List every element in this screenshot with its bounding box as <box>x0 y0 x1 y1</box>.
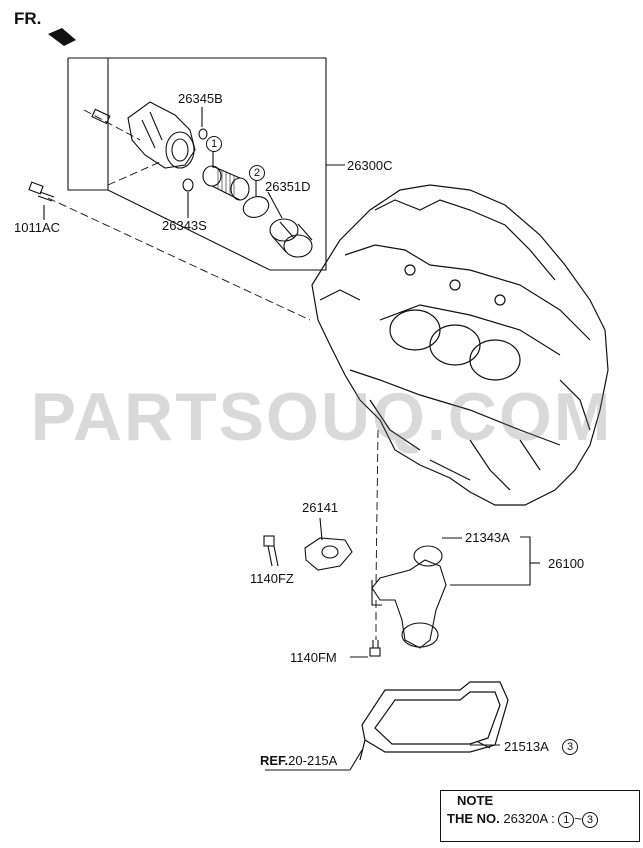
part-label-1011ac[interactable]: 1011AC <box>14 220 61 235</box>
ref-label[interactable]: REF.20-215A <box>260 754 337 768</box>
part-label-1140fz[interactable]: 1140FZ <box>250 571 294 586</box>
front-direction-label: FR. <box>14 9 42 28</box>
oil-pickup-26100 <box>371 537 462 649</box>
note-range-start: 1 <box>558 812 575 828</box>
bolt-1140fm <box>369 640 381 657</box>
callout-1: 1 <box>206 136 222 152</box>
note-range-end: 3 <box>581 812 598 828</box>
filter-element <box>202 165 250 201</box>
part-label-21343a[interactable]: 21343A <box>465 530 510 545</box>
ref-value: 20-215A <box>288 753 338 768</box>
part-label-26141[interactable]: 26141 <box>302 500 339 515</box>
note-line: THE NO. 26320A : 1~3 <box>447 811 598 828</box>
filter-housing <box>127 101 196 169</box>
callout-3: 3 <box>562 739 578 755</box>
note-title: NOTE <box>457 793 494 808</box>
part-label-26345b[interactable]: 26345B <box>178 91 223 106</box>
part-label-26343s[interactable]: 26343S <box>162 218 207 233</box>
note-box: NOTE THE NO. 26320A : 1~3 <box>440 790 640 842</box>
note-part: 26320A : <box>503 811 555 826</box>
assembly-bracket <box>67 57 327 271</box>
oil-pan <box>359 681 509 761</box>
pin <box>91 108 111 125</box>
part-label-21513a[interactable]: 21513A <box>504 739 549 754</box>
engine-block <box>311 184 609 506</box>
callout-2: 2 <box>249 165 265 181</box>
watermark: PARTSOUQ.COM <box>30 379 613 455</box>
cover-26141 <box>304 517 353 571</box>
note-range-sep: ~ <box>574 811 582 826</box>
part-label-26300c[interactable]: 26300C <box>347 158 393 173</box>
part-label-1140fm[interactable]: 1140FM <box>290 650 337 665</box>
ref-prefix: REF. <box>260 753 289 768</box>
bolt-1011ac <box>28 181 55 202</box>
filter-cap <box>269 218 313 258</box>
part-label-26100[interactable]: 26100 <box>548 556 585 571</box>
bolt-1140fz <box>263 535 279 567</box>
note-prefix: THE NO. <box>447 811 500 826</box>
part-label-26351d[interactable]: 26351D <box>265 179 311 194</box>
